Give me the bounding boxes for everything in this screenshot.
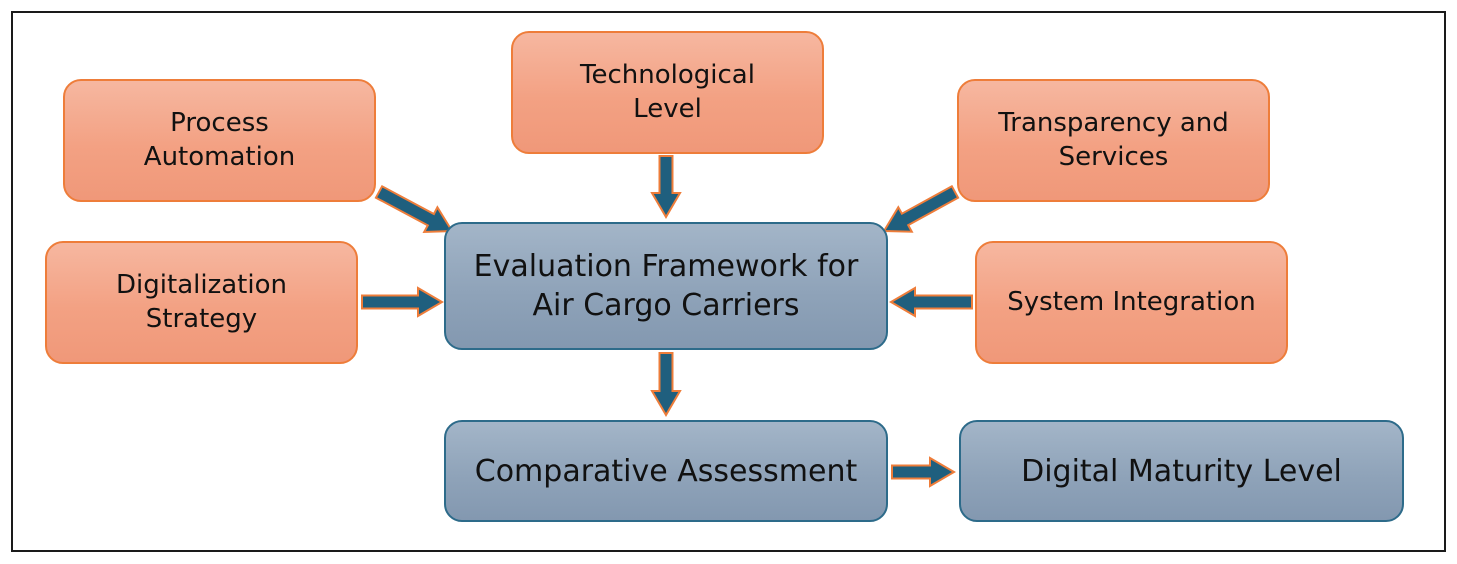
node-transparency-services-line1: Transparency and [998,107,1229,138]
node-comparative-assessment: Comparative Assessment [444,420,888,522]
diagram-frame [11,11,1446,552]
node-digital-maturity-level-line1: Digital Maturity Level [1021,453,1342,489]
node-technological-level: Technological Level [511,31,824,154]
node-evaluation-framework: Evaluation Framework for Air Cargo Carri… [444,222,888,350]
arrow-transparency-to-framework [882,184,960,233]
arrow-assessment-to-maturity [891,456,956,488]
node-system-integration: System Integration [975,241,1288,364]
node-evaluation-framework-line2: Air Cargo Carriers [532,288,800,323]
node-digital-maturity-level: Digital Maturity Level [959,420,1404,522]
node-comparative-assessment-line1: Comparative Assessment [474,453,858,489]
arrow-process-to-framework [374,184,454,234]
node-process-automation: Process Automation [63,79,376,202]
node-evaluation-framework-line1: Evaluation Framework for [473,249,859,284]
node-technological-level-line2: Level [633,93,702,124]
node-digitalization-strategy: Digitalization Strategy [45,241,358,364]
node-technological-level-line1: Technological [580,59,755,90]
node-transparency-services: Transparency and Services [957,79,1270,202]
node-digitalization-strategy-line1: Digitalization [116,269,287,300]
node-transparency-services-line2: Services [1058,141,1169,172]
arrow-strategy-to-framework [361,286,444,318]
arrow-technological-to-framework [650,155,682,219]
node-process-automation-line2: Automation [143,141,296,172]
arrow-framework-to-assessment [650,352,682,417]
node-system-integration-line1: System Integration [1007,286,1256,317]
node-digitalization-strategy-line2: Strategy [145,303,258,334]
arrow-integration-to-framework [889,286,973,318]
node-process-automation-line1: Process [170,107,269,138]
